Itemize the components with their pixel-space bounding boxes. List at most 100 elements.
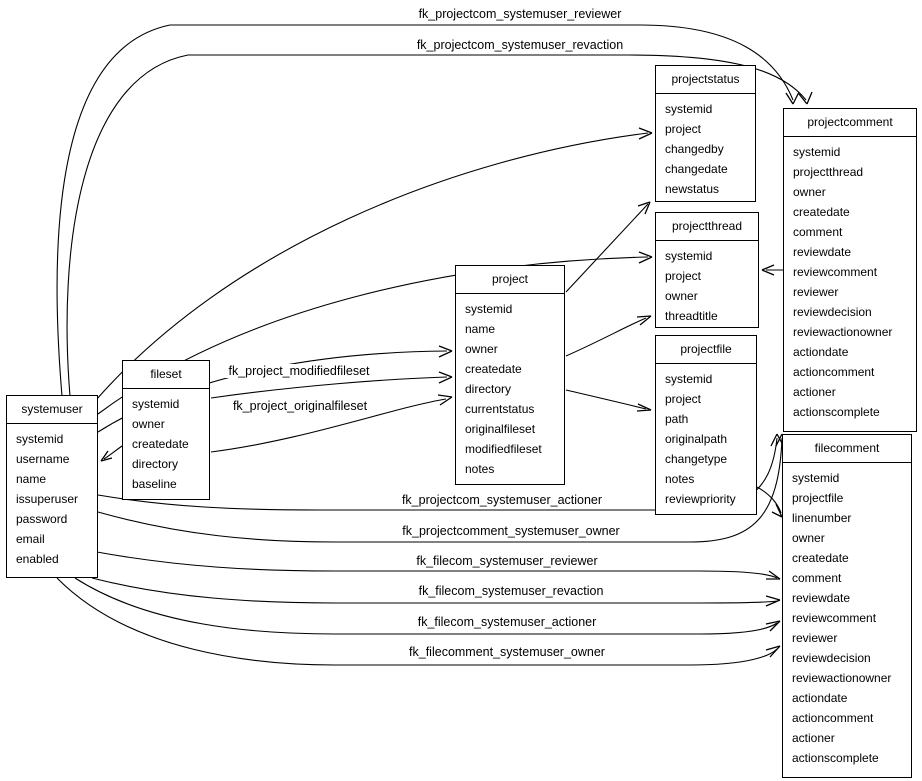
edge-label-fk-projectcom-systemuser-actioner: fk_projectcom_systemuser_actioner (398, 493, 606, 507)
table-field: originalpath (665, 432, 728, 446)
table-field: project (665, 269, 702, 283)
table-field: systemid (665, 102, 713, 116)
table-field: owner (132, 417, 165, 431)
table-field: actioner (793, 385, 836, 399)
table-title: fileset (123, 361, 209, 389)
table-field: createdate (465, 362, 522, 376)
edge-label-fk-projectcom-systemuser-revaction: fk_projectcom_systemuser_revaction (413, 38, 627, 52)
edge-systemuser-projectstatus (95, 132, 649, 401)
table-title: projectthread (656, 213, 758, 241)
table-field: baseline (132, 477, 177, 491)
edge-label-fk-projectcom-systemuser-reviewer: fk_projectcom_systemuser_reviewer (415, 7, 625, 21)
edge-fk-filecom-systemuser-revaction (91, 577, 778, 604)
crow-arrow (638, 127, 653, 140)
field-list: systemid username name issuperuser password e… (7, 424, 97, 573)
edge-fk-projectcomment-systemuser-owner (97, 437, 783, 543)
table-field: actionscomplete (792, 751, 879, 765)
table-field: password (16, 512, 68, 526)
table-field: actionscomplete (793, 405, 880, 419)
table-field: changedby (665, 142, 724, 156)
table-field: owner (465, 342, 498, 356)
table-field: systemid (665, 249, 713, 263)
table-field: newstatus (665, 182, 720, 196)
table-field: reviewdate (792, 591, 851, 605)
edge-projectfile-filecomment (756, 486, 782, 514)
crow-arrow (636, 403, 652, 412)
table-field: systemid (792, 471, 840, 485)
table-field: projectthread (793, 165, 864, 179)
table-field: owner (665, 289, 698, 303)
table-field: notes (665, 472, 695, 486)
edge-label-fk-project-originalfileset: fk_project_originalfileset (229, 399, 371, 413)
table-field: originalfileset (465, 422, 536, 436)
table-field: enabled (16, 552, 59, 566)
edge-fk-projectcom-systemuser-revaction (66, 54, 807, 397)
edge-label-fk-filecom-systemuser-actioner: fk_filecom_systemuser_actioner (414, 615, 600, 629)
table-field: project (665, 122, 702, 136)
table-title: projectcomment (784, 109, 916, 137)
table-field: name (465, 322, 496, 336)
crow-arrow (100, 450, 113, 462)
table-field: path (665, 412, 689, 426)
table-field: name (16, 472, 47, 486)
table-field: systemid (793, 145, 841, 159)
edge-fk-filecom-systemuser-reviewer (96, 551, 778, 579)
table-field: actioncomment (793, 365, 875, 379)
edge-label-fk-project-modifiedfileset: fk_project_modifiedfileset (225, 364, 373, 378)
edge-label-fk-filecom-systemuser-reviewer: fk_filecom_systemuser_reviewer (413, 554, 601, 568)
table-field: reviewer (793, 285, 839, 299)
table-field: reviewactionowner (793, 325, 893, 339)
edge-label-fk-filecom-systemuser-revaction: fk_filecom_systemuser_revaction (415, 584, 607, 598)
table-field: directory (132, 457, 179, 471)
table-field: reviewdate (793, 245, 852, 259)
crow-arrow (765, 595, 781, 607)
crow-arrow (638, 251, 653, 264)
table-field: owner (792, 531, 825, 545)
table-title: projectfile (656, 336, 756, 364)
table-title: filecomment (783, 435, 911, 463)
crow-arrow (771, 503, 783, 518)
table-field: currentstatus (465, 402, 535, 416)
table-field: username (16, 452, 70, 466)
table-field: reviewcomment (792, 611, 877, 625)
edge-fk-project-originalfileset (210, 398, 447, 453)
edge-label-fk-projectcomment-systemuser-owner: fk_projectcomment_systemuser_owner (399, 524, 623, 538)
table-title: projectstatus (656, 66, 755, 94)
table-field: reviewdecision (793, 305, 872, 319)
edge-project-projectstatus (565, 203, 649, 293)
crow-arrow (438, 371, 453, 384)
table-field: actiondate (793, 345, 849, 359)
crow-arrow (438, 345, 453, 358)
table-field: modifiedfileset (465, 442, 542, 456)
table-field: systemid (132, 397, 180, 411)
table-field: actiondate (792, 691, 848, 705)
table-field: createdate (793, 205, 850, 219)
crow-arrow (765, 620, 781, 632)
edge-fk-filecomment-systemuser-owner (56, 577, 778, 666)
crow-arrow (765, 645, 781, 658)
table-field: directory (465, 382, 512, 396)
table-field: notes (465, 462, 495, 476)
table-field: reviewdecision (792, 651, 871, 665)
table-field: changetype (665, 452, 728, 466)
edge-label-fk-filecomment-systemuser-owner: fk_filecomment_systemuser_owner (406, 645, 608, 659)
crow-arrow (766, 570, 781, 580)
table-field: reviewpriority (665, 492, 736, 506)
table-field: project (665, 392, 702, 406)
table-field: reviewactionowner (792, 671, 892, 685)
table-field: actioncomment (792, 711, 874, 725)
table-field: issuperuser (16, 492, 79, 506)
table-field: reviewcomment (793, 265, 878, 279)
table-field: systemid (16, 432, 64, 446)
crow-arrow (761, 264, 775, 276)
edge-fk-projectcom-systemuser-actioner (97, 437, 778, 511)
